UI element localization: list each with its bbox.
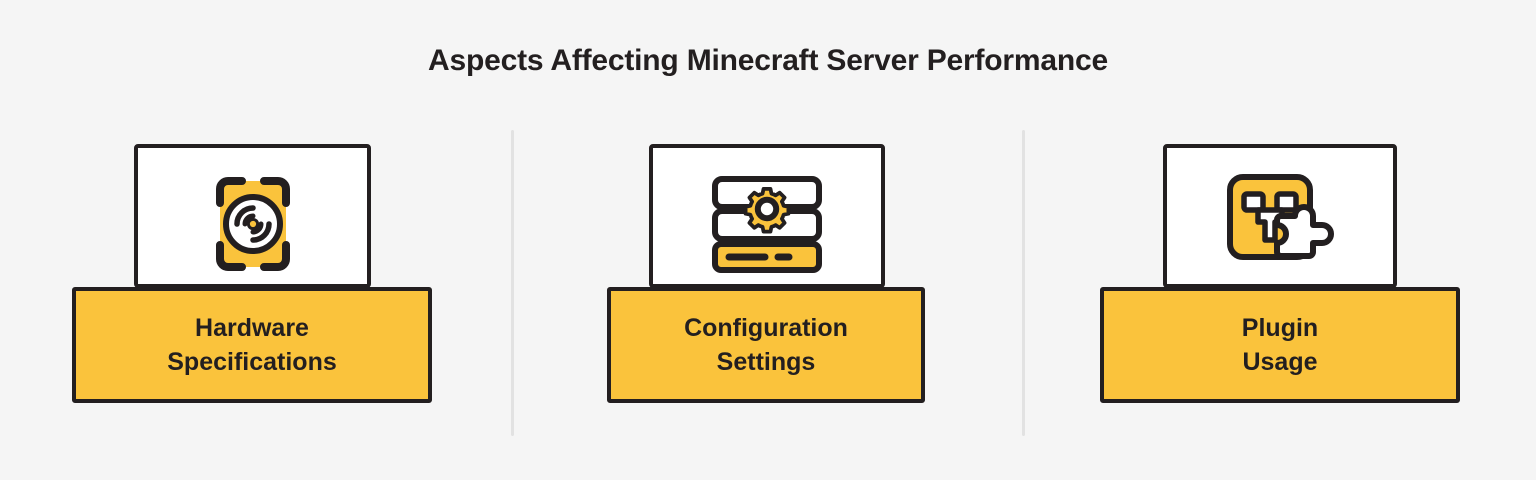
section-divider-1	[511, 130, 514, 436]
card-label-text: Hardware Specifications	[167, 313, 337, 376]
card-icon-panel	[649, 144, 885, 288]
hard-disk-drive-icon	[138, 174, 367, 274]
section-divider-2	[1022, 130, 1025, 436]
card-label-box[interactable]: Hardware Specifications	[72, 287, 432, 403]
card-icon-panel	[134, 144, 371, 288]
card-label-text: Plugin Usage	[1241, 313, 1319, 376]
card-label-box[interactable]: Configuration Settings	[607, 287, 925, 403]
server-gear-settings-icon	[653, 174, 881, 274]
card-label-box[interactable]: Plugin Usage	[1100, 287, 1460, 403]
page-title: Aspects Affecting Minecraft Server Perfo…	[428, 44, 1108, 77]
card-icon-panel	[1163, 144, 1397, 288]
card-label-text: Configuration Settings	[684, 313, 848, 376]
creeper-puzzle-plugin-icon	[1167, 174, 1393, 274]
